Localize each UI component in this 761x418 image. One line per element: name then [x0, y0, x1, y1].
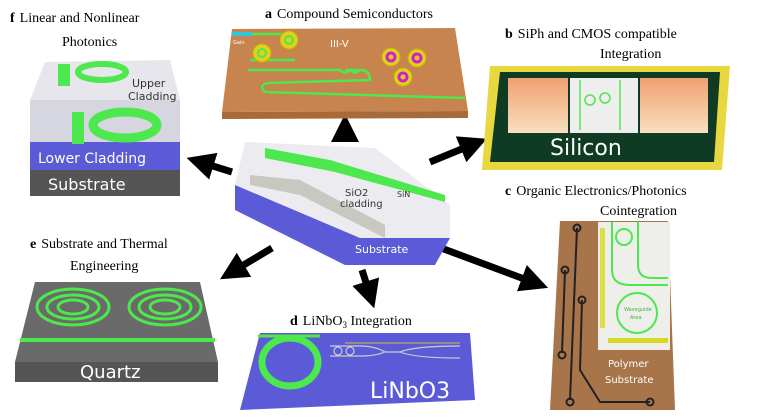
arrow-to-f	[186, 152, 234, 180]
panel-f-title-line2: Photonics	[62, 35, 117, 50]
sio2-label: SiO2	[345, 188, 368, 199]
cladding-label: cladding	[340, 199, 383, 210]
panel-c-title: Organic Electronics/Photonics	[516, 184, 686, 199]
gain-label: Gain	[233, 40, 245, 46]
panel-b: b SiPh and CMOS compatible Integration Si…	[482, 27, 730, 170]
panel-f: f Linear and Nonlinear Photonics Upper Cl…	[10, 11, 180, 196]
waveguide-area-label: Waveguide	[624, 307, 652, 313]
waveguide-area-label-line2: Area	[630, 315, 642, 321]
arrow-to-e	[219, 244, 274, 280]
arrow-to-b	[428, 136, 487, 166]
panel-b-title: SiPh and CMOS compatible	[518, 27, 677, 42]
panel-b-title-line2: Integration	[600, 47, 661, 62]
substrate-label: Substrate	[48, 175, 126, 194]
arrow-to-d	[352, 268, 380, 309]
panel-b-letter: b	[505, 27, 513, 42]
iii-v-label: III-V	[330, 39, 349, 50]
quartz-label: Quartz	[80, 362, 141, 383]
polymer-substrate-label: Substrate	[605, 375, 653, 386]
panel-c: c Organic Electronics/Photonics Cointegra…	[505, 184, 687, 410]
sin-label: SiN	[397, 190, 410, 199]
panel-a-title: Compound Semiconductors	[277, 7, 433, 22]
panel-d-title-subscript: 3	[342, 320, 347, 330]
panel-a-letter: a	[265, 7, 272, 22]
panel-d-title-suffix: Integration	[347, 314, 412, 329]
upper-cladding-label: Upper	[132, 77, 166, 90]
silicon-label: Silicon	[550, 136, 622, 161]
panel-d-letter: d	[290, 314, 298, 329]
lower-cladding-label: Lower Cladding	[38, 151, 146, 167]
panel-e-title: Substrate and Thermal	[41, 237, 168, 252]
panel-f-letter: f	[10, 11, 15, 26]
linbo3-label: LiNbO3	[370, 379, 450, 404]
panel-c-letter: c	[505, 184, 511, 199]
panel-a: a Compound Semiconductors Gain III-V	[222, 7, 468, 119]
panel-c-title-line2: Cointegration	[600, 204, 677, 219]
panel-e-title-line2: Engineering	[70, 259, 138, 274]
panel-e-letter: e	[30, 237, 36, 252]
center-substrate-label: Substrate	[355, 243, 409, 256]
upper-cladding-label-line2: Cladding	[128, 90, 176, 103]
panel-d-title: LiNbO	[303, 314, 343, 329]
polymer-label: Polymer	[608, 359, 649, 370]
panel-f-title: Linear and Nonlinear	[20, 11, 140, 26]
panel-e: e Substrate and Thermal Engineering Quart…	[15, 237, 218, 383]
center-device: SiO2 cladding SiN Substrate	[235, 142, 450, 265]
